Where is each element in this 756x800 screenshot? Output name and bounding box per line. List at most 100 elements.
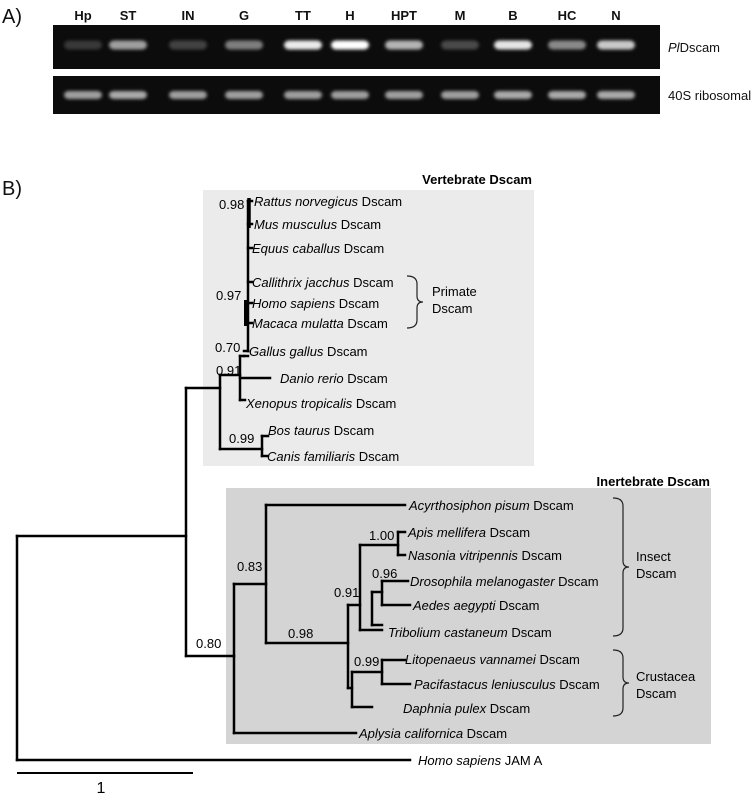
- taxon-gene: Dscam: [556, 677, 600, 692]
- taxon-label: Drosophila melanogaster Dscam: [410, 574, 599, 589]
- dscam-text: Dscam: [679, 40, 721, 55]
- taxon-gene: Dscam: [355, 449, 399, 464]
- taxon-species: Xenopus tropicalis: [245, 396, 353, 411]
- taxon-species: Aedes aegypti: [412, 598, 497, 613]
- taxon-species: Homo sapiens: [418, 753, 502, 768]
- taxon-label: Danio rerio Dscam: [280, 371, 388, 386]
- taxon-label: Daphnia pulex Dscam: [403, 701, 530, 716]
- taxon-species: Bos taurus: [268, 423, 331, 438]
- taxon-species: Nasonia vitripennis: [408, 548, 518, 563]
- support-values: 0.980.970.700.910.991.000.960.910.830.98…: [196, 197, 397, 669]
- taxon-species: Danio rerio: [280, 371, 344, 386]
- gel-band: [494, 40, 532, 50]
- taxon-species: Litopenaeus vannamei: [405, 652, 537, 667]
- taxon-gene: Dscam: [323, 344, 367, 359]
- taxon-species: Drosophila melanogaster: [410, 574, 555, 589]
- dscam-gel: [53, 25, 660, 69]
- support-value: 1.00: [369, 528, 394, 543]
- taxon-species: Apis mellifera: [407, 525, 486, 540]
- gel-band: [64, 40, 102, 50]
- taxon-species: Pacifastacus leniusculus: [414, 677, 556, 692]
- taxon-gene: Dscam: [518, 548, 562, 563]
- support-value: 0.83: [237, 559, 262, 574]
- lane-label: ST: [119, 8, 137, 23]
- taxon-label: Homo sapiens JAM A: [418, 753, 543, 768]
- lane-label: M: [454, 8, 466, 23]
- gel-band: [385, 40, 423, 50]
- support-value: 0.91: [216, 363, 241, 378]
- gel-band: [64, 91, 102, 99]
- support-value: 0.96: [372, 566, 397, 581]
- taxon-gene: Dscam: [486, 701, 530, 716]
- ribosomal-gel: [53, 76, 660, 114]
- gel-band: [331, 40, 369, 50]
- support-value: 0.98: [219, 197, 244, 212]
- lane-label: N: [611, 8, 621, 23]
- panel-b-label: B): [2, 178, 22, 200]
- taxon-species: Callithrix jacchus: [252, 275, 350, 290]
- taxon-gene: Dscam: [555, 574, 599, 589]
- lane-label: TT: [295, 8, 311, 23]
- pl-italic: Pl: [668, 40, 680, 55]
- taxon-label: Aplysia californica Dscam: [358, 726, 507, 741]
- gel-band: [169, 91, 207, 99]
- scale-label: 1: [97, 780, 106, 797]
- gel-band: [225, 40, 263, 50]
- support-value: 0.91: [334, 585, 359, 600]
- taxon-gene: Dscam: [530, 498, 574, 513]
- gel-band: [109, 40, 147, 50]
- taxon-label: Apis mellifera Dscam: [407, 525, 530, 540]
- taxon-label: Macaca mulatta Dscam: [252, 316, 388, 331]
- support-value: 0.70: [215, 340, 240, 355]
- dscam-gel-label: PlDscam: [668, 40, 720, 55]
- taxon-label: Canis familiaris Dscam: [267, 449, 399, 464]
- taxon-label: Rattus norvegicus Dscam: [254, 194, 402, 209]
- taxon-label: Mus musculus Dscam: [254, 217, 381, 232]
- taxon-gene: Dscam: [352, 396, 396, 411]
- gel-band: [284, 40, 322, 50]
- taxon-species: Aplysia californica: [358, 726, 463, 741]
- support-value: 0.99: [354, 654, 379, 669]
- vertebrate-title: Vertebrate Dscam: [422, 172, 532, 187]
- lane-label: H: [345, 8, 355, 23]
- group-bracket: [406, 275, 424, 329]
- taxon-gene: Dscam: [340, 241, 384, 256]
- invertebrate-box: [226, 488, 711, 744]
- ribosomal-gel-label: 40S ribosomal: [668, 88, 752, 103]
- taxon-species: Gallus gallus: [249, 344, 324, 359]
- panel-a-label: A): [2, 6, 22, 28]
- taxon-gene: Dscam: [508, 625, 552, 640]
- gel-band: [169, 40, 207, 50]
- gel-band: [548, 40, 586, 50]
- group-bracket: [612, 497, 630, 637]
- taxon-species: Equus caballus: [252, 241, 341, 256]
- lane-label: IN: [181, 8, 195, 23]
- support-value: 0.99: [229, 431, 254, 446]
- taxon-species: Acyrthosiphon pisum: [408, 498, 530, 513]
- support-value: 0.97: [216, 288, 241, 303]
- taxon-label: Gallus gallus Dscam: [249, 344, 368, 359]
- ribosomal-gel-bands: [64, 91, 635, 99]
- gel-band: [494, 91, 532, 99]
- taxon-label: Homo sapiens Dscam: [252, 296, 379, 311]
- group-bracket: [612, 649, 630, 717]
- taxon-gene: Dscam: [350, 275, 394, 290]
- gel-band: [284, 91, 322, 99]
- lane-label: Hp: [74, 8, 92, 23]
- dscam-gel-bands: [64, 40, 635, 50]
- taxon-label: Bos taurus Dscam: [268, 423, 374, 438]
- lane-label: HPT: [391, 8, 417, 23]
- taxon-gene: Dscam: [463, 726, 507, 741]
- taxon-label: Xenopus tropicalis Dscam: [245, 396, 396, 411]
- taxon-species: Macaca mulatta: [252, 316, 344, 331]
- taxon-gene: Dscam: [330, 423, 374, 438]
- taxon-label: Tribolium castaneum Dscam: [388, 625, 552, 640]
- invertebrate-title: Inertebrate Dscam: [597, 474, 710, 489]
- taxon-species: Tribolium castaneum: [388, 625, 508, 640]
- taxon-gene: Dscam: [344, 316, 388, 331]
- lane-label: B: [508, 8, 518, 23]
- taxon-species: Mus musculus: [254, 217, 338, 232]
